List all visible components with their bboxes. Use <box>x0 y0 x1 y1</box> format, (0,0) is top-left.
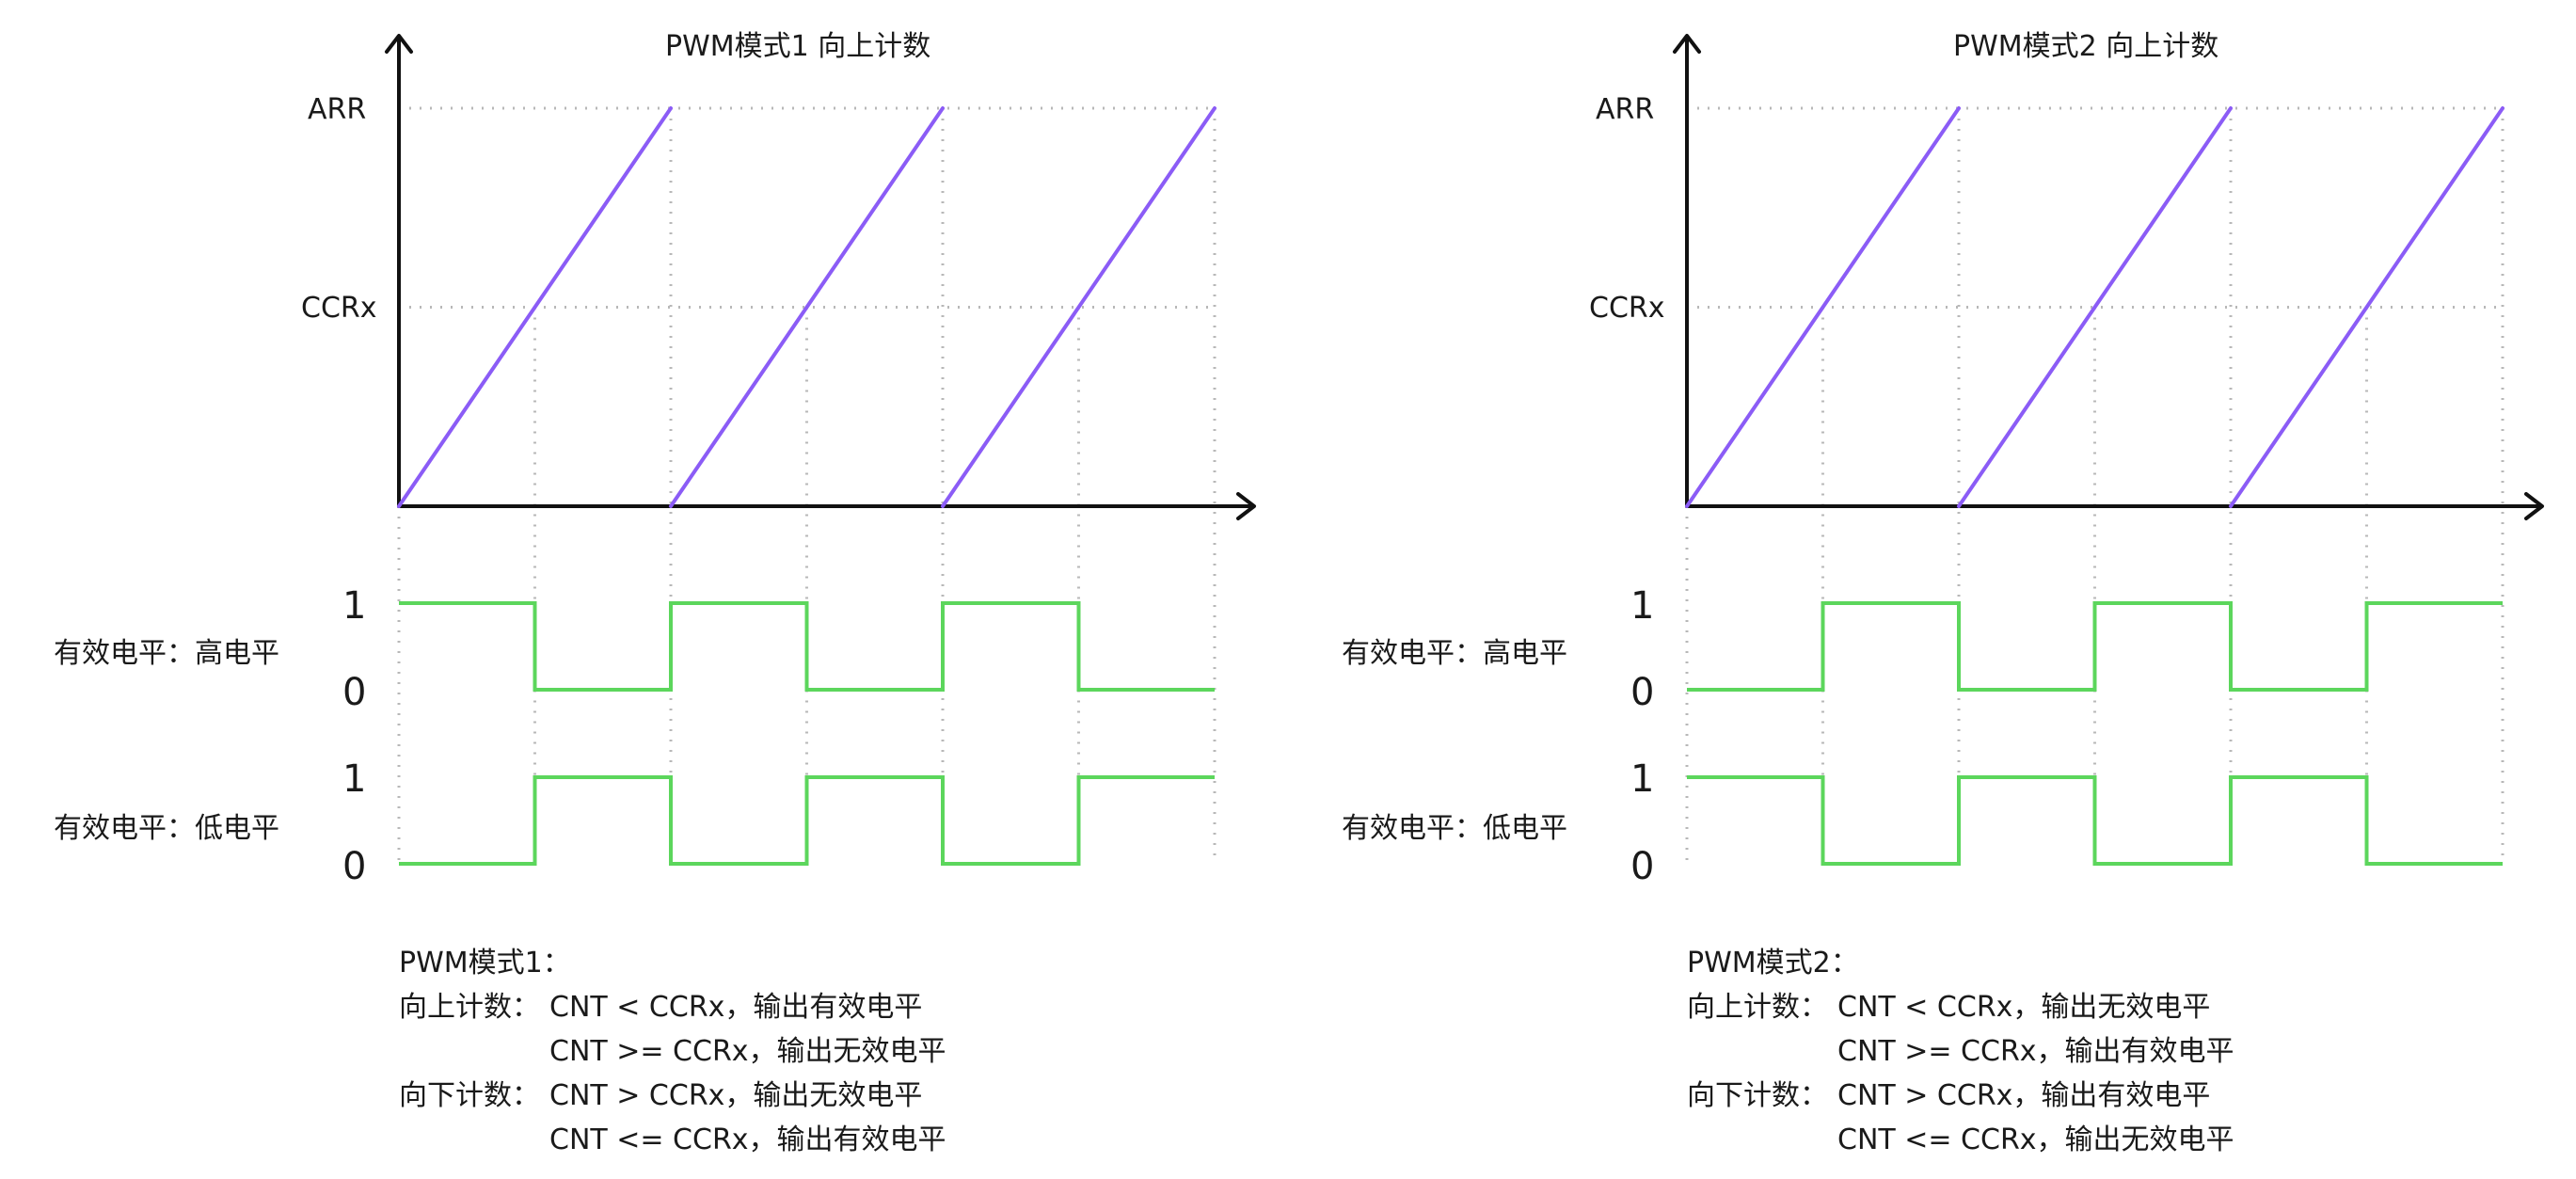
down-count-rule-2: CNT <= CCRx，输出有效电平 <box>549 1123 946 1156</box>
high-active-row-label: 有效电平：高电平 <box>54 637 279 670</box>
high-row-level-1: 1 <box>1630 584 1655 628</box>
arr-axis-label: ARR <box>1596 93 1655 126</box>
up-count-rule-2: CNT >= CCRx，输出有效电平 <box>1837 1035 2234 1068</box>
timing-diagram-mode-2 <box>1673 34 2544 866</box>
timing-diagram-mode-1 <box>385 34 1256 866</box>
high-active-output-waveform <box>399 601 1215 692</box>
high-row-level-1: 1 <box>342 584 367 628</box>
x-axis-arrow-icon <box>1236 492 1256 520</box>
notes-down-line-1: 向下计数： CNT > CCRx，输出有效电平 <box>1687 1074 2234 1118</box>
diagram-title: PWM模式1 向上计数 <box>665 30 931 63</box>
diagram-title: PWM模式2 向上计数 <box>1953 30 2219 63</box>
down-count-rule-2: CNT <= CCRx，输出无效电平 <box>1837 1123 2234 1156</box>
arr-axis-label: ARR <box>308 93 367 126</box>
low-active-row-label: 有效电平：低电平 <box>1342 812 1567 845</box>
notes-heading: PWM模式2： <box>1687 947 1859 980</box>
x-axis-arrow-icon <box>2524 492 2544 520</box>
up-count-rule-1: CNT < CCRx，输出有效电平 <box>549 991 923 1024</box>
up-count-prefix: 向上计数： <box>1687 991 1828 1024</box>
panel-pwm-mode-2: PWM模式2 向上计数 ARR CCRx 有效电平：高电平 1 0 有效电平：低… <box>1288 0 2576 1179</box>
low-row-level-0: 0 <box>342 845 367 888</box>
low-row-level-1: 1 <box>1630 757 1655 801</box>
counter-ramp <box>397 106 673 508</box>
low-active-output-waveform <box>1687 775 2503 866</box>
counter-ramp <box>941 106 1216 508</box>
counter-ramp <box>1957 106 2233 508</box>
y-axis-arrow-icon <box>1673 34 1701 54</box>
down-count-prefix: 向下计数： <box>399 1079 540 1112</box>
high-row-level-0: 0 <box>1630 671 1655 714</box>
notes-up-line-2: CNT >= CCRx，输出无效电平 <box>399 1029 946 1074</box>
high-active-row-label: 有效电平：高电平 <box>1342 637 1567 670</box>
notes-down-line-2: CNT <= CCRx，输出有效电平 <box>399 1118 946 1162</box>
low-row-level-1: 1 <box>342 757 367 801</box>
panel-pwm-mode-1: PWM模式1 向上计数 ARR CCRx 有效电平：高电平 1 0 有效电平：低… <box>54 30 1256 1162</box>
down-count-rule-1: CNT > CCRx，输出无效电平 <box>549 1079 923 1112</box>
mode-notes: PWM模式1： 向上计数： CNT < CCRx，输出有效电平 CNT >= CC… <box>399 941 946 1162</box>
notes-up-line-1: 向上计数： CNT < CCRx，输出无效电平 <box>1687 985 2234 1029</box>
low-active-row-label: 有效电平：低电平 <box>54 812 279 845</box>
up-count-prefix: 向上计数： <box>399 991 540 1024</box>
counter-ramp <box>2229 106 2504 508</box>
down-count-rule-1: CNT > CCRx，输出有效电平 <box>1837 1079 2211 1112</box>
down-count-prefix: 向下计数： <box>1687 1079 1828 1112</box>
counter-ramp <box>669 106 945 508</box>
notes-up-line-1: 向上计数： CNT < CCRx，输出有效电平 <box>399 985 946 1029</box>
notes-down-line-1: 向下计数： CNT > CCRx，输出无效电平 <box>399 1074 946 1118</box>
notes-up-line-2: CNT >= CCRx，输出有效电平 <box>1687 1029 2234 1074</box>
counter-ramp <box>1685 106 1961 508</box>
low-row-level-0: 0 <box>1630 845 1655 888</box>
notes-heading: PWM模式1： <box>399 947 571 980</box>
up-count-rule-1: CNT < CCRx，输出无效电平 <box>1837 991 2211 1024</box>
notes-down-line-2: CNT <= CCRx，输出无效电平 <box>1687 1118 2234 1162</box>
mode-notes: PWM模式2： 向上计数： CNT < CCRx，输出无效电平 CNT >= CC… <box>1687 941 2234 1162</box>
ccrx-axis-label: CCRx <box>301 292 377 325</box>
up-count-rule-2: CNT >= CCRx，输出无效电平 <box>549 1035 946 1068</box>
high-active-output-waveform <box>1687 601 2503 692</box>
ccrx-axis-label: CCRx <box>1589 292 1665 325</box>
y-axis-arrow-icon <box>385 34 413 54</box>
high-row-level-0: 0 <box>342 671 367 714</box>
low-active-output-waveform <box>399 775 1215 866</box>
